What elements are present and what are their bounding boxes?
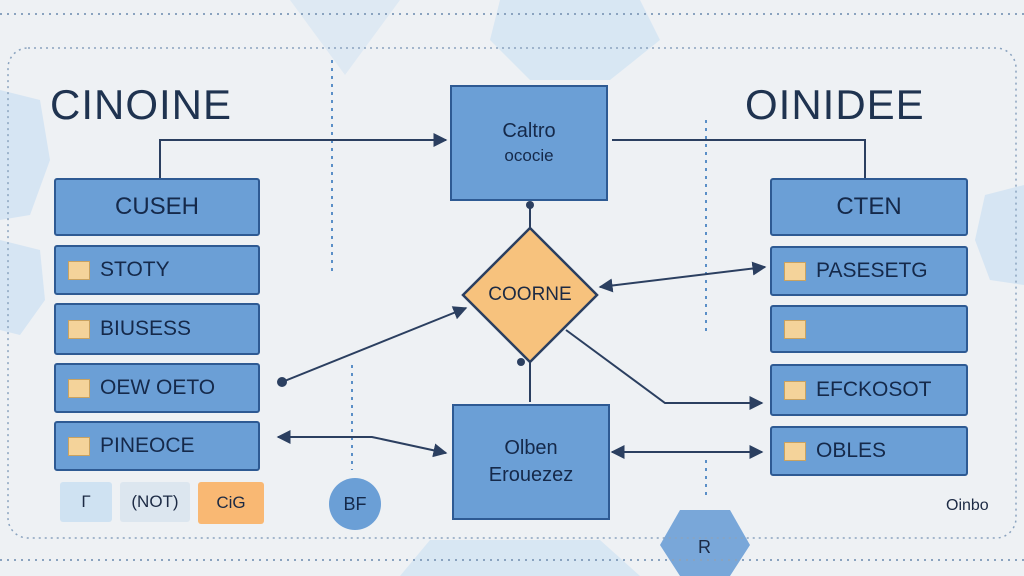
right-panel-item-label: EFCKOSOT xyxy=(816,378,932,401)
decision-diamond xyxy=(461,226,599,364)
footer-chip-a[interactable]: Γ xyxy=(60,482,112,522)
footer-corner-label: Oinbo xyxy=(946,497,989,514)
dotted-frame xyxy=(7,47,1017,539)
connector-top-to-right xyxy=(612,139,866,178)
right-panel-item[interactable]: PASESETG xyxy=(770,246,968,296)
connector-dot-top xyxy=(526,201,534,209)
decor-hexagon-left xyxy=(0,240,45,335)
checkbox-icon[interactable] xyxy=(68,378,90,398)
left-panel-item-label: STOTY xyxy=(100,258,170,281)
bottom-process-node[interactable]: Olben Erouezez xyxy=(452,404,610,520)
connector-dot-left xyxy=(277,377,287,387)
hex-label: R xyxy=(698,537,711,557)
checkbox-icon[interactable] xyxy=(68,260,90,280)
connector-left-to-top xyxy=(159,133,448,178)
left-panel-item[interactable]: PINEOCE xyxy=(54,421,260,471)
decor-shape-bottom xyxy=(400,540,640,576)
connector-left-to-decision xyxy=(281,306,468,383)
left-panel-item-label: PINEOCE xyxy=(100,434,195,457)
right-panel-header[interactable]: CTEN xyxy=(770,178,968,236)
bottom-node-line1: Olben xyxy=(504,437,558,459)
decor-triangle-top xyxy=(290,0,400,75)
right-panel-item[interactable]: EFCKOSOT xyxy=(770,364,968,416)
right-panel-header-label: CTEN xyxy=(836,193,902,220)
decision-label[interactable]: COORNE xyxy=(488,284,572,305)
checkbox-icon[interactable] xyxy=(68,436,90,456)
title-right: OINIDEE xyxy=(745,81,925,128)
left-panel-item-label: OEW OETO xyxy=(100,376,216,399)
top-node-line1: Caltro xyxy=(502,120,556,143)
checkbox-icon[interactable] xyxy=(784,261,806,281)
right-panel-item[interactable]: OBLES xyxy=(770,426,968,476)
title-left: CINOINE xyxy=(50,81,233,128)
connector-dot-mid xyxy=(517,358,525,366)
top-process-node[interactable]: Caltro ococie xyxy=(450,85,608,201)
footer-circle-badge[interactable]: BF xyxy=(329,478,381,530)
bottom-node-line2: Erouezez xyxy=(488,464,574,486)
connector-left-to-bottom xyxy=(276,430,448,458)
checkbox-icon[interactable] xyxy=(784,319,806,339)
connector-decision-to-right xyxy=(565,329,764,410)
right-panel-item[interactable] xyxy=(770,305,968,353)
top-node-line2: ococie xyxy=(504,146,554,166)
decor-hexagon-right xyxy=(975,185,1024,285)
left-panel-item[interactable]: BIUSESS xyxy=(54,303,260,355)
checkbox-icon[interactable] xyxy=(68,319,90,339)
decor-hexagon-bottom xyxy=(660,510,750,576)
right-panel-item-label: OBLES xyxy=(816,439,887,462)
left-panel-header-label: CUSEH xyxy=(114,193,199,220)
decor-hexagon-top xyxy=(490,0,660,80)
left-panel-item[interactable]: OEW OETO xyxy=(54,363,260,413)
left-panel-header[interactable]: CUSEH xyxy=(54,178,260,236)
connector-right-to-decision xyxy=(598,261,767,293)
footer-chip-b[interactable]: (NOT) xyxy=(120,482,190,522)
checkbox-icon[interactable] xyxy=(784,441,806,461)
footer-chip-c[interactable]: CiG xyxy=(198,482,264,524)
right-panel-item-label: PASESETG xyxy=(816,259,928,282)
left-panel-item[interactable]: STOTY xyxy=(54,245,260,295)
decor-hexagon-left-top xyxy=(0,90,50,220)
checkbox-icon[interactable] xyxy=(784,380,806,400)
left-panel-item-label: BIUSESS xyxy=(100,317,192,340)
